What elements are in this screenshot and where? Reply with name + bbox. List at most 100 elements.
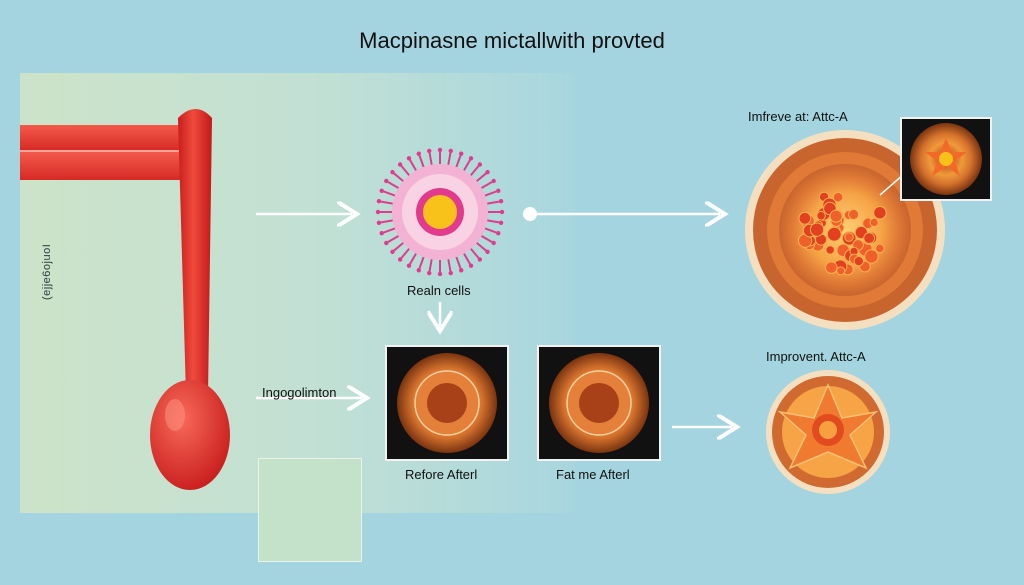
tumor-cluster-dot — [875, 243, 885, 254]
cell-spike-tip — [477, 162, 483, 167]
cell-spike — [387, 181, 399, 189]
cell-spike-tip — [437, 147, 443, 153]
cell-spike-tip — [496, 231, 501, 236]
cell-spike-tip — [384, 178, 389, 184]
cell-spike-tip — [459, 268, 464, 273]
cell-spike-tip — [376, 220, 382, 225]
cell-spike-tip — [499, 209, 505, 215]
cell-spike-tip — [390, 169, 395, 175]
cell-spike — [380, 200, 393, 205]
tumor-cluster-dot — [825, 261, 838, 274]
cell-spike-tip — [485, 249, 490, 255]
cell-spike-tip — [485, 169, 490, 175]
cell-spike-tip — [491, 240, 496, 246]
cell-spike-tip — [437, 271, 443, 277]
tumor-cluster-dot — [826, 226, 842, 242]
pink-cell-icon — [375, 147, 505, 277]
tumor-cluster-dot — [798, 211, 812, 225]
cell-spike — [481, 235, 493, 243]
cell-spike — [380, 219, 393, 224]
diagram-title: Macpinasne mictallwith provted — [359, 28, 665, 53]
label-improvement-bottom: Improvent. Attc-A — [766, 349, 866, 364]
cell-spike — [487, 219, 500, 224]
cell-spike — [428, 152, 433, 165]
tumor-cluster-dot — [836, 266, 846, 276]
cell-spike-tip — [376, 199, 382, 204]
cell-spike — [400, 165, 410, 176]
cell-spike — [428, 259, 433, 272]
tumor-cluster-dot — [863, 232, 876, 245]
cell-spike-tip — [379, 231, 384, 236]
cell-spike-tip — [406, 156, 412, 161]
tumor-cluster-dot — [869, 217, 879, 228]
red-vessel-icon — [20, 109, 230, 490]
tumor-inset-image — [879, 117, 992, 201]
arrow-origin-dot — [523, 207, 537, 221]
cell-spike — [484, 190, 497, 197]
tumor-cluster-dot — [873, 205, 887, 220]
tumor-cell-large-icon — [745, 130, 945, 330]
tumor-cluster-dot — [816, 210, 826, 221]
cell-spike-tip — [448, 148, 453, 154]
label-improve-top: Imfreve at: Attc-A — [748, 109, 848, 124]
cell-spike-tip — [416, 151, 421, 156]
cell-spike — [418, 155, 425, 168]
label-ingogolimton: Ingogolimton — [262, 385, 337, 400]
tumor-cluster-dot — [844, 232, 854, 242]
cell-spike-tip — [498, 220, 504, 225]
improvement-cell-icon — [766, 370, 890, 494]
cell-spike-tip — [496, 188, 501, 193]
cell-spike — [476, 172, 487, 182]
cell-spike — [409, 159, 417, 171]
cell-spike-tip — [379, 188, 384, 193]
cell-spike — [447, 152, 452, 165]
cell-spike-tip — [477, 257, 483, 262]
tumor-cluster-dot — [809, 222, 825, 237]
cell-spike — [387, 235, 399, 243]
cell-spike — [455, 155, 462, 168]
cell-spike-tip — [397, 257, 403, 262]
cell-spike-tip — [397, 162, 403, 167]
cell-spike — [400, 248, 410, 259]
cell-spike-tip — [498, 199, 504, 204]
cell-spike — [409, 253, 417, 265]
cell-spike — [418, 256, 425, 269]
cell-spike — [463, 159, 471, 171]
label-fat-after: Fat me Afterl — [556, 467, 630, 482]
cell-spike — [383, 227, 396, 234]
cell-spike-tip — [390, 249, 395, 255]
cell-spike-tip — [375, 209, 381, 215]
cell-spike — [393, 172, 404, 182]
cell-spike — [476, 242, 487, 252]
tumor-cluster-dot — [848, 208, 860, 221]
cell-spike — [455, 256, 462, 269]
cell-spike — [463, 253, 471, 265]
cell-spike — [487, 200, 500, 205]
cell-spike-tip — [427, 148, 432, 154]
cell-spike — [383, 190, 396, 197]
cell-spike-tip — [448, 270, 453, 276]
cell-spike — [470, 248, 480, 259]
fat-after-thumbnail — [537, 345, 661, 461]
cell-spike-tip — [416, 268, 421, 273]
cell-spike — [393, 242, 404, 252]
cell-spike-tip — [459, 151, 464, 156]
label-before-after: Refore Afterl — [405, 467, 478, 482]
tumor-cluster-dot — [864, 249, 879, 264]
cell-spike-tip — [384, 240, 389, 246]
cell-spike — [484, 227, 497, 234]
before-after-thumbnail — [385, 345, 509, 461]
tumor-cluster-dot — [825, 245, 835, 255]
cell-spike-tip — [427, 270, 432, 276]
cell-spike-tip — [406, 263, 412, 268]
cell-spike — [447, 259, 452, 272]
label-realn-cells: Realn cells — [407, 283, 471, 298]
cell-spike-tip — [468, 156, 474, 161]
cell-spike-tip — [468, 263, 474, 268]
tumor-cluster-dot — [832, 191, 844, 203]
cell-spike — [470, 165, 480, 176]
blank-placeholder-box — [258, 458, 362, 562]
cell-spike-tip — [491, 178, 496, 184]
